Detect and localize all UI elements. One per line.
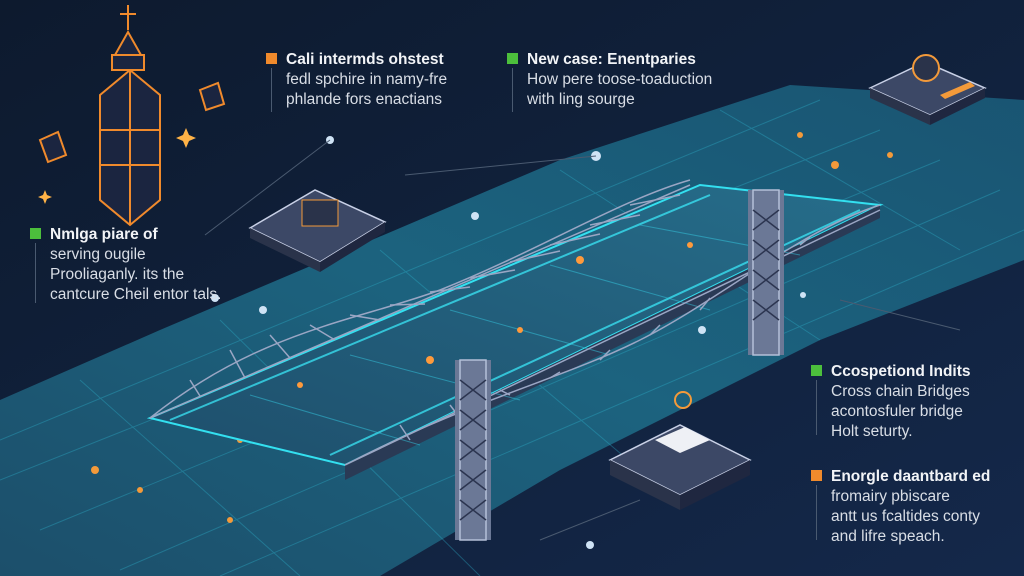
callout-text: Cross chain Bridges <box>831 383 970 400</box>
network-nodes <box>211 136 806 549</box>
platform-upper-right <box>868 54 987 125</box>
green-marker-icon <box>507 53 518 64</box>
callout-text: cantcure Cheil entor tals. <box>50 286 222 303</box>
orange-marker-icon <box>811 470 822 481</box>
sparkle-icon <box>176 128 196 148</box>
green-marker-icon <box>30 228 41 239</box>
callout-right-2: Enorgle daantbard ed fromairy pbiscare a… <box>811 467 991 547</box>
callout-title: Cali intermds ohstest <box>286 51 444 68</box>
bridge-tower-front <box>455 359 491 541</box>
callout-text: and lifre speach. <box>831 528 945 545</box>
callout-stem <box>816 380 817 435</box>
callout-stem <box>816 485 817 540</box>
green-marker-icon <box>811 365 822 376</box>
callout-text: Holt seturty. <box>831 423 913 440</box>
callout-text: fedl spchire in namy-fre <box>286 71 448 88</box>
orange-marker-icon <box>266 53 277 64</box>
callout-left: Nmlga piare of serving ougile Prooliagan… <box>30 225 222 305</box>
platform-lower <box>608 391 752 510</box>
callout-text: acontosfuler bridge <box>831 403 963 420</box>
callout-text: How pere toose-toaduction <box>527 71 713 88</box>
callout-title: New case: Enentparies <box>527 51 696 68</box>
callout-right-1: Ccospetiond Indits Cross chain Bridges a… <box>811 362 971 442</box>
callout-text: Prooliaganly. its the <box>50 266 185 283</box>
sparkle-icon <box>38 190 52 204</box>
tower-building <box>38 5 226 227</box>
callout-text: phlande fors enactians <box>286 91 442 108</box>
callout-title: Nmlga piare of <box>50 226 158 243</box>
platform-upper-left <box>248 189 387 272</box>
callout-title: Enorgle daantbard ed <box>831 468 991 485</box>
deck-lights <box>297 242 693 388</box>
callout-text: with ling sourge <box>527 91 635 108</box>
callout-title: Ccospetiond Indits <box>831 363 971 380</box>
bridge-truss <box>149 179 881 466</box>
callout-text: antt us fcaltides conty <box>831 508 981 525</box>
callout-top-left: Cali intermds ohstest fedl spchire in na… <box>266 50 448 112</box>
callout-stem <box>512 68 513 112</box>
bridge-tower-back <box>748 189 784 356</box>
callout-stem <box>35 243 36 303</box>
callout-text: fromairy pbiscare <box>831 488 950 505</box>
callout-top-right: New case: Enentparies How pere toose-toa… <box>507 50 713 112</box>
callout-stem <box>271 68 272 112</box>
callout-text: serving ougile <box>50 246 146 263</box>
